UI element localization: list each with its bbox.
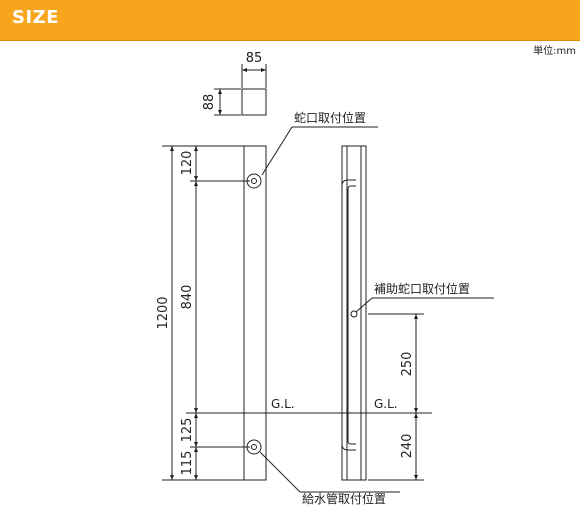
supply-leader-line	[259, 451, 301, 493]
dim-width-label: 85	[246, 51, 263, 66]
aux-faucet-mount	[350, 310, 358, 318]
dim-depth-label: 88	[202, 94, 217, 111]
aux-leader-line	[355, 297, 373, 313]
dim-aux-below-label: 240	[400, 434, 415, 459]
dim-top-faucet-label: 120	[180, 151, 195, 176]
dim-lower-bottom-label: 115	[180, 451, 195, 476]
unit-note: 単位:mm	[533, 46, 576, 57]
top-view-square	[241, 88, 267, 116]
aux-faucet-position-label: 補助蛇口取付位置	[374, 281, 470, 296]
size-title: SIZE	[12, 7, 60, 28]
dim-total-height-label: 1200	[156, 296, 171, 329]
dim-gl-lower-label: 125	[180, 418, 195, 443]
size-header-bar: SIZE	[0, 0, 580, 41]
gl-label-right: G.L.	[374, 397, 398, 411]
side-view-post	[341, 145, 367, 481]
faucet-position-label: 蛇口取付位置	[294, 110, 366, 125]
front-view-post	[243, 145, 267, 481]
internal-pipe	[341, 179, 356, 451]
dim-faucet-gl-label: 840	[180, 285, 195, 310]
gl-label-left: G.L.	[271, 397, 295, 411]
dim-aux-above-label: 250	[400, 352, 415, 377]
supply-pipe-position-label: 給水管取付位置	[302, 491, 386, 506]
faucet-leader-line	[261, 126, 293, 176]
